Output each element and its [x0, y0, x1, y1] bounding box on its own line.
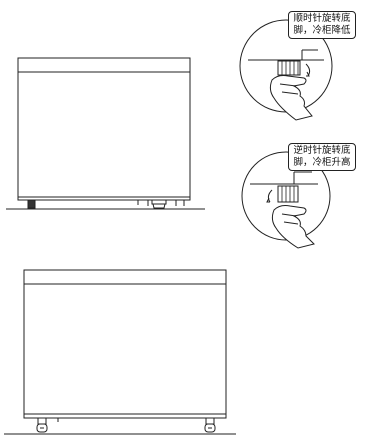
foot-detail-counterclockwise: [241, 151, 331, 249]
freezer-side-view-feet: [6, 57, 205, 210]
freezer-side-view-casters: [4, 269, 236, 435]
foot-detail-clockwise: [239, 19, 333, 121]
callout-clockwise: 顺时针旋转底 脚，冷柜降低: [288, 11, 356, 39]
callout-counterclockwise: 逆时针旋转底 脚，冷柜升高: [288, 143, 356, 171]
